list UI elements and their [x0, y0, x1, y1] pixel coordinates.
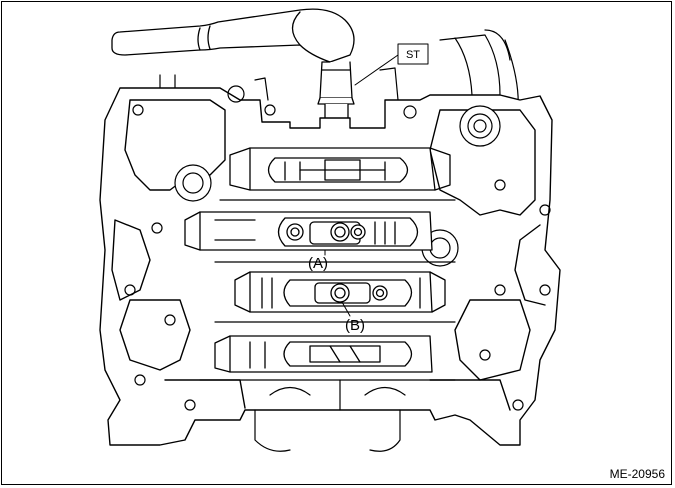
st-leader-line: [354, 54, 399, 86]
callout-a-label: (A): [308, 255, 328, 272]
block-ribs: [199, 199, 456, 411]
journal-4: [214, 335, 433, 373]
callout-b-label: (B): [345, 317, 365, 334]
st-label: ST: [406, 49, 420, 61]
journal-3-bolt-b: [234, 271, 446, 313]
lower-crankcase: [254, 386, 406, 452]
journal-1: [229, 147, 451, 191]
figure-id-label: ME-20956: [609, 467, 665, 481]
st-label-box: [397, 43, 429, 65]
callout-leaders: [324, 249, 351, 317]
journal-2-bolt-a: [184, 211, 433, 251]
